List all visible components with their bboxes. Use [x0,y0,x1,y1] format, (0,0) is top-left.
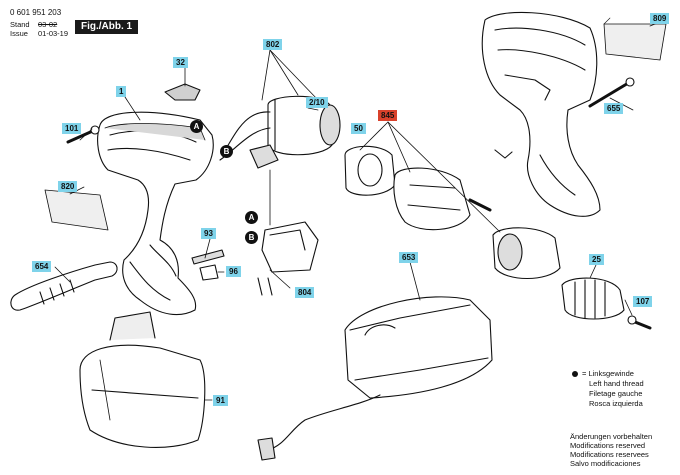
switch-804-drawing [249,144,319,296]
tag-part-91: 91 [213,395,228,406]
legend-line-es: Rosca izquierda [589,399,643,408]
tag-part-1: 1 [116,86,127,97]
tag-part-93: 93 [201,228,216,239]
clip-32-drawing [164,83,201,101]
charger-653-drawing [257,296,493,461]
connector-a-switch: A [245,211,258,224]
screw-107-drawing [627,315,652,330]
modifications-en: Modifications reserved [570,441,646,450]
tag-part-804: 804 [295,287,315,298]
tag-part-107: 107 [633,296,653,307]
tag-part-101: 101 [62,123,82,134]
legend-line-fr: Filetage gauche [589,389,643,398]
issue-label: Issue [10,29,28,38]
battery-91-drawing [79,311,206,448]
tag-part-655: 655 [604,103,624,114]
housing-right-drawing [481,11,601,217]
aux-handle-654-drawing [10,261,118,311]
modifications-es: Salvo modificaciones [570,459,641,468]
tag-part-2-10: 2/10 [306,97,328,108]
screw-655-drawing [588,77,635,108]
modifications-fr: Modifications reservees [570,450,649,459]
connector-a-housing: A [190,120,203,133]
tag-part-32: 32 [173,57,188,68]
tag-part-654: 654 [32,261,52,272]
tag-part-50: 50 [351,123,366,134]
doc-number: 0 601 951 203 [10,8,62,17]
decal-820-drawing [44,189,109,231]
decal-809-drawing [603,23,667,61]
part-93-drawing [191,249,225,265]
stand-value: 03-02 [38,20,58,29]
motor-802-drawing [219,95,341,161]
gearbox-845-drawing [393,167,492,231]
issue-value: 01-03-19 [38,29,69,38]
chuck-25-drawing [561,277,625,320]
tag-part-802: 802 [263,39,283,50]
legend-symbol-text: = Linksgewinde [582,369,634,378]
connector-b-housing: B [220,145,233,158]
part-96-drawing [199,264,219,281]
figure-label: Fig./Abb. 1 [75,20,139,34]
chuck-sleeve-drawing [492,227,561,279]
modifications-de: Änderungen vorbehalten [570,432,653,441]
housing-left-drawing [97,111,214,316]
screw-101-drawing [66,125,100,144]
tag-part-96: 96 [226,266,241,277]
tag-part-820: 820 [58,181,78,192]
tag-part-809: 809 [650,13,670,24]
gear-50-drawing [344,145,396,196]
left-hand-thread-bullet-icon [572,371,578,377]
tag-part-25: 25 [589,254,604,265]
tag-part-845: 845 [378,110,398,121]
legend-line-en: Left hand thread [589,379,644,388]
tag-part-653: 653 [399,252,419,263]
connector-b-switch: B [245,231,258,244]
stand-label: Stand [10,20,30,29]
